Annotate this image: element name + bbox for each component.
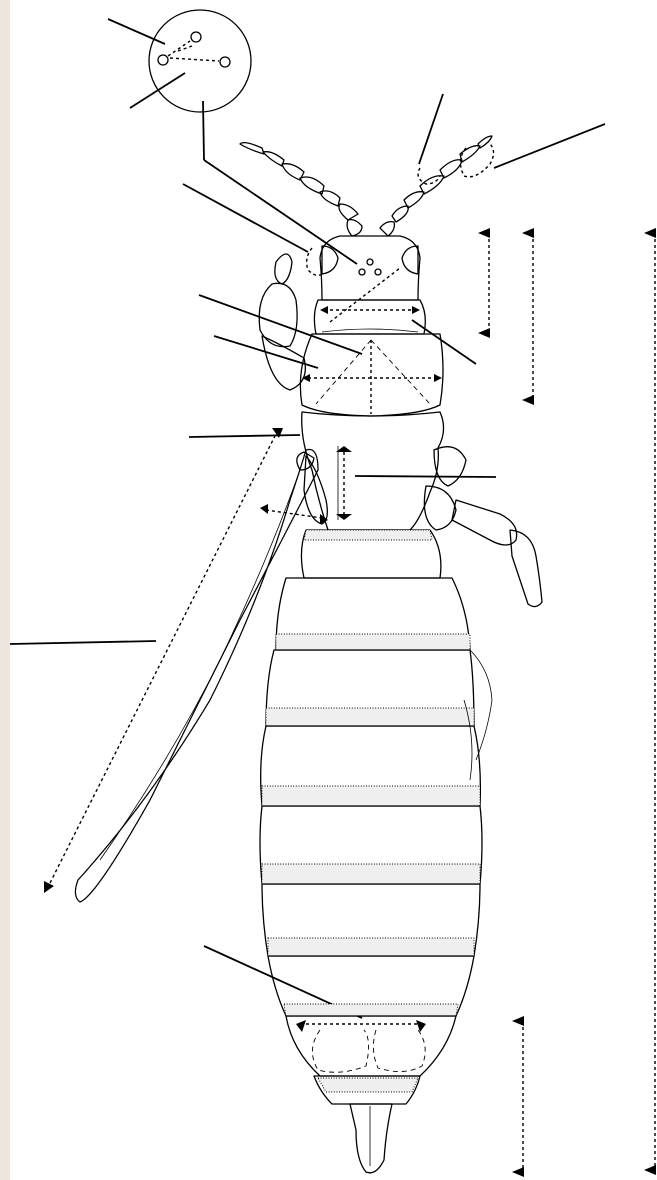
measurement-arrows: [44, 228, 656, 1177]
forewing: [75, 449, 328, 902]
leader-forewing-base: [189, 435, 300, 437]
leader-antenna-segment: [419, 94, 443, 164]
leader-mesothorax: [355, 476, 496, 477]
leader-ocelli-top: [108, 19, 165, 44]
leader-postocular-seta: [412, 320, 476, 364]
leader-ocelli-bottom: [130, 73, 185, 108]
margin-strip: [0, 0, 10, 1180]
left-fore-leg: [259, 254, 305, 390]
leader-forewing: [10, 641, 156, 644]
abdomen: [260, 530, 482, 1173]
antennae: [240, 136, 494, 275]
right-hind-leg: [464, 650, 492, 780]
ocelli-inset: [149, 10, 357, 264]
pronotum: [300, 300, 443, 416]
leader-antenna-sensorium: [494, 124, 605, 168]
